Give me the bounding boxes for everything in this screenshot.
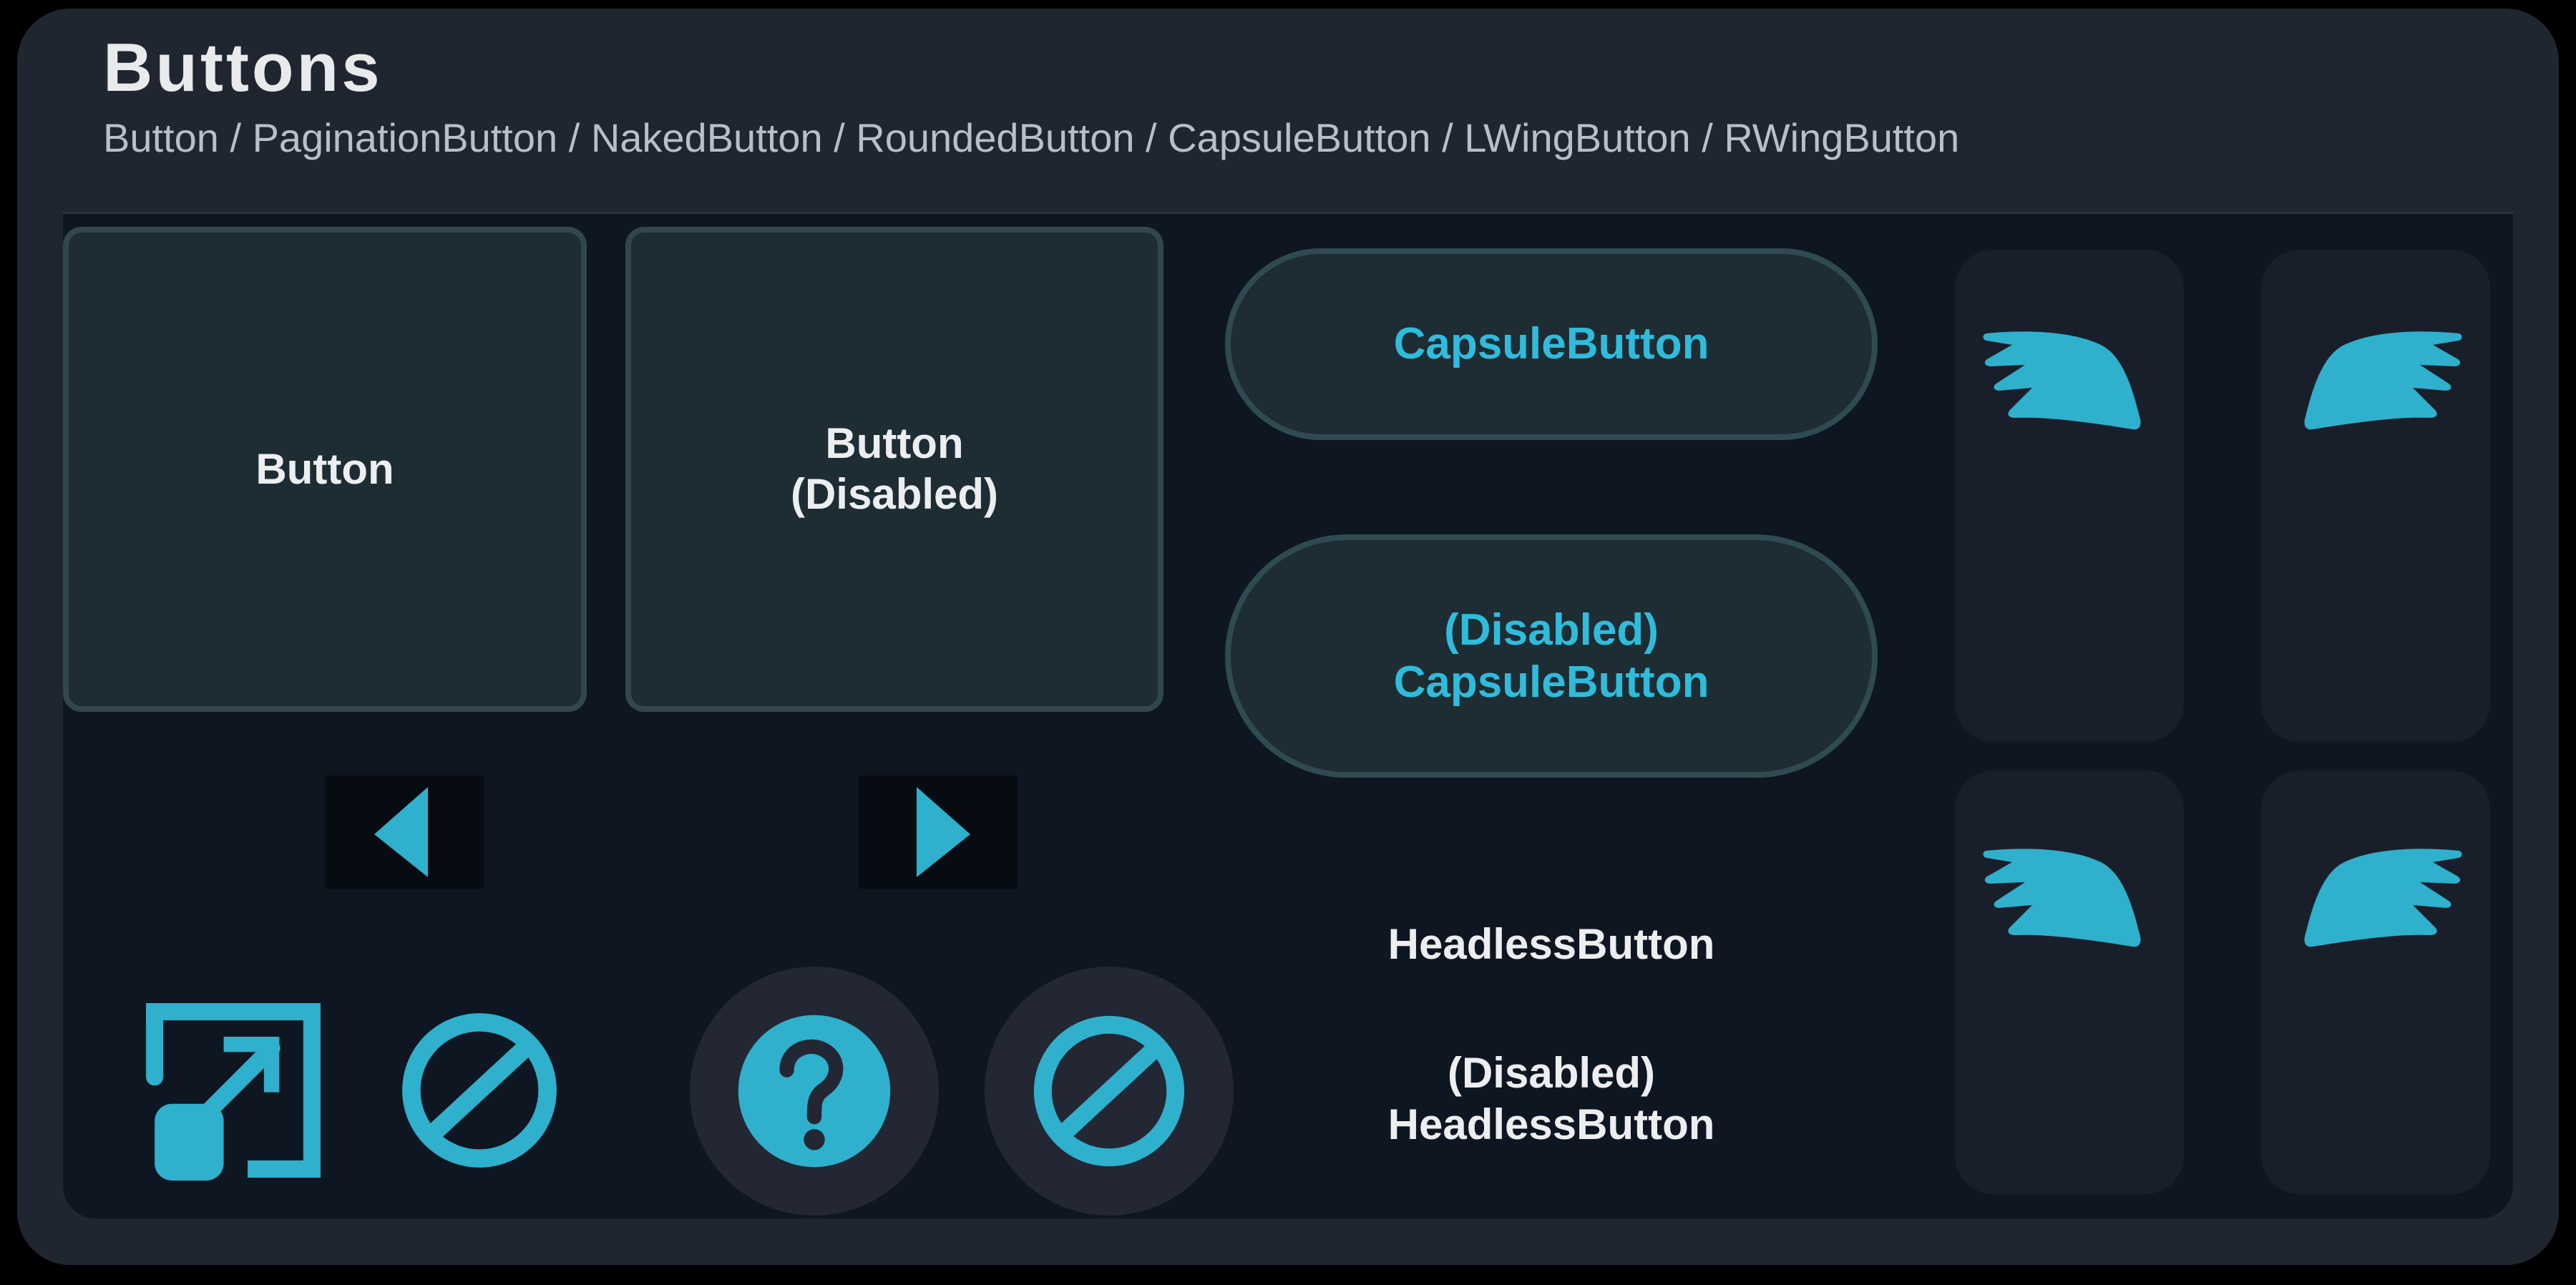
blocked-icon xyxy=(402,1013,557,1168)
naked-button-expand[interactable] xyxy=(126,987,341,1194)
panel-content: Button Button (Disabled) CapsuleButton (… xyxy=(63,214,2513,1218)
standard-button-disabled: Button (Disabled) xyxy=(625,227,1163,712)
headless-button-disabled: (Disabled) HeadlessButton xyxy=(1387,1049,1715,1148)
blocked-icon xyxy=(1033,1015,1185,1167)
lwing-button-bottom[interactable] xyxy=(1955,771,2184,1194)
rwing-button-top[interactable] xyxy=(2261,250,2490,742)
rounded-button-blocked[interactable] xyxy=(985,967,1234,1216)
capsule-button[interactable]: CapsuleButton xyxy=(1225,248,1878,440)
right-wing-icon xyxy=(2304,849,2462,947)
headless-button[interactable]: HeadlessButton xyxy=(1387,920,1715,968)
panel-header: Buttons Button / PaginationButton / Nake… xyxy=(17,9,2559,212)
page-title: Buttons xyxy=(103,29,383,106)
standard-button[interactable]: Button xyxy=(63,227,587,712)
buttons-showcase-panel: Buttons Button / PaginationButton / Nake… xyxy=(17,9,2559,1265)
triangle-right-icon xyxy=(917,787,970,877)
left-wing-icon xyxy=(1983,331,2141,430)
panel-subtitle: Button / PaginationButton / NakedButton … xyxy=(103,114,1960,160)
pagination-previous-button[interactable] xyxy=(325,776,484,889)
lwing-button-top[interactable] xyxy=(1955,250,2184,742)
pagination-next-button[interactable] xyxy=(859,776,1018,889)
header-divider xyxy=(63,212,2513,214)
rounded-button-help[interactable] xyxy=(690,967,939,1216)
rwing-button-bottom[interactable] xyxy=(2261,771,2490,1194)
expand-external-link-icon xyxy=(146,1003,321,1181)
triangle-left-icon xyxy=(374,787,428,877)
naked-button-blocked[interactable] xyxy=(374,987,585,1194)
right-wing-icon xyxy=(2304,331,2462,430)
left-wing-icon xyxy=(1983,849,2141,947)
capsule-button-disabled: (Disabled) CapsuleButton xyxy=(1225,534,1878,778)
question-mark-icon xyxy=(738,1015,891,1168)
